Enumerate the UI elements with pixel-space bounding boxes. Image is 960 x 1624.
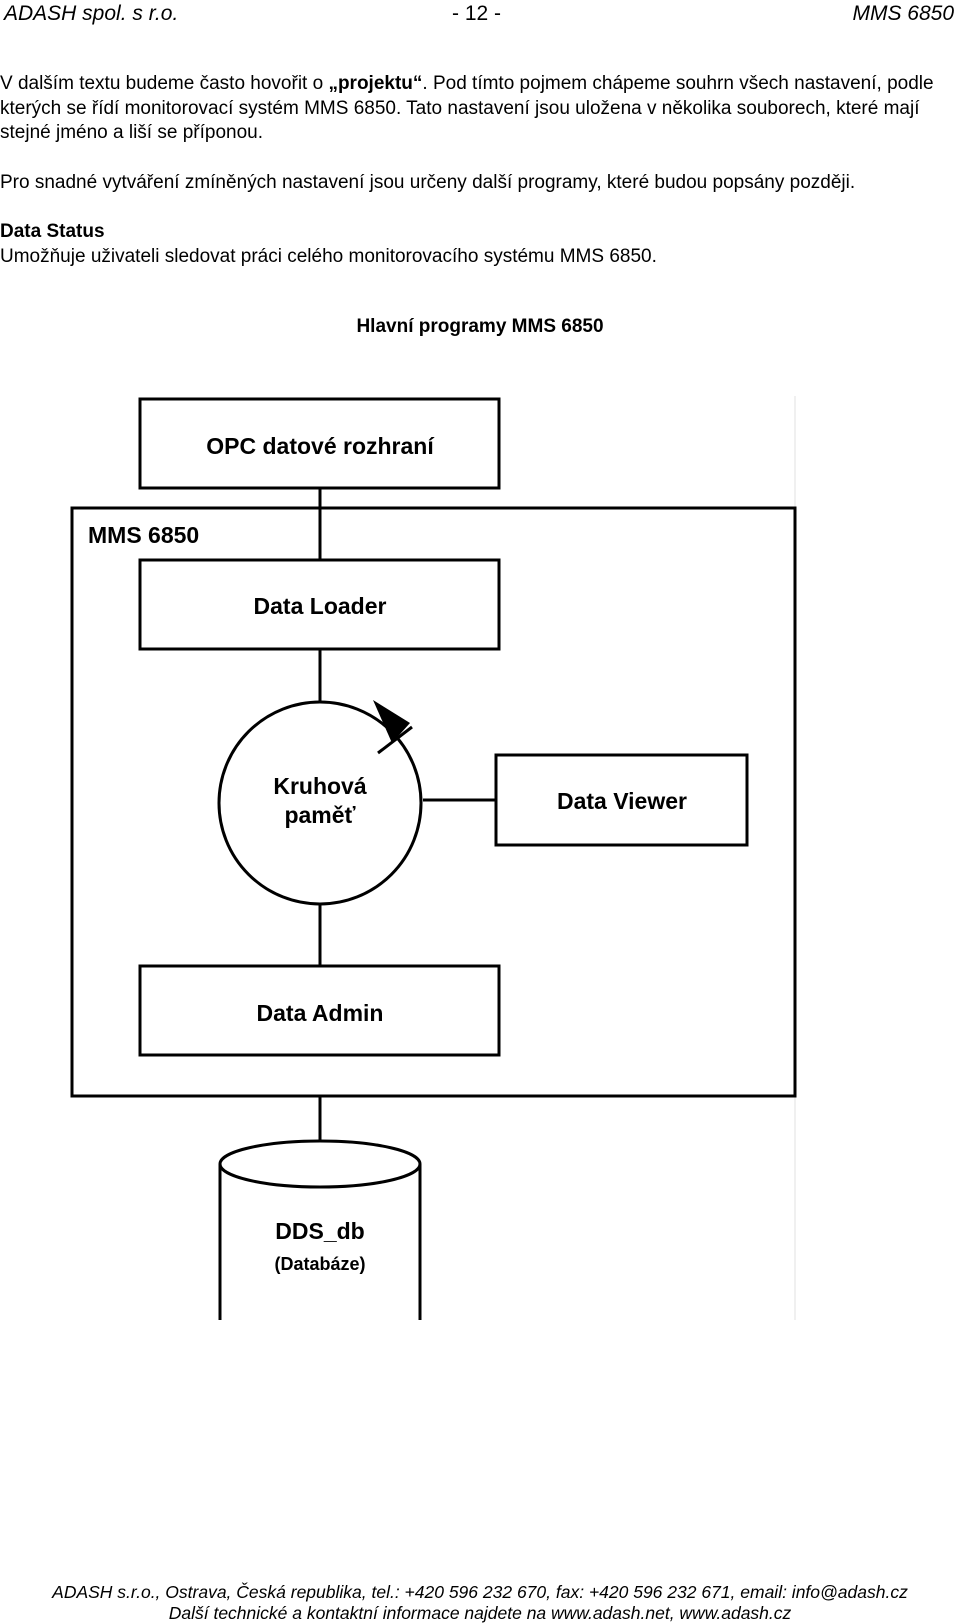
header-company: ADASH spol. s r.o. bbox=[4, 2, 179, 25]
circular-memory-circle bbox=[217, 700, 423, 906]
data-admin-box bbox=[138, 964, 501, 1057]
database-cylinder-top bbox=[218, 1139, 422, 1189]
data-loader-label: Data Loader bbox=[254, 593, 387, 619]
section-text-data-status: Umožňuje uživateli sledovat práci celého… bbox=[0, 245, 657, 267]
mms-label: MMS 6850 bbox=[88, 522, 199, 548]
memory-direction-arrowhead bbox=[373, 700, 410, 743]
paragraph-programs: Pro snadné vytváření zmíněných nastavení… bbox=[0, 172, 856, 193]
diagram-title: Hlavní programy MMS 6850 bbox=[356, 316, 604, 337]
data-loader-box bbox=[138, 558, 501, 651]
data-viewer-label: Data Viewer bbox=[557, 788, 687, 814]
database-subtitle: (Databáze) bbox=[274, 1254, 365, 1274]
footer-web: Další technické a kontaktní informace na… bbox=[168, 1603, 792, 1623]
section-heading-data-status: Data Status bbox=[0, 221, 105, 242]
footer-contact: ADASH s.r.o., Ostrava, Česká republika, … bbox=[52, 1582, 908, 1602]
paragraph-project-keyword: „projektu“ bbox=[328, 73, 423, 94]
header-product: MMS 6850 bbox=[852, 2, 954, 25]
paragraph-project-text-b: . Pod tímto pojmem chápeme souhrn všech … bbox=[0, 73, 934, 143]
data-viewer-box bbox=[494, 753, 749, 847]
header-page-number: - 12 - bbox=[452, 2, 502, 25]
database-cylinder-body bbox=[218, 1164, 422, 1320]
section-data-status: Data Status Umožňuje uživateli sledovat … bbox=[0, 220, 958, 269]
architecture-diagram: OPC datové rozhraní MMS 6850 Data Loader… bbox=[70, 396, 797, 1320]
database-name: DDS_db bbox=[275, 1218, 364, 1244]
memory-label-line2: paměť bbox=[284, 802, 356, 828]
opc-label: OPC datové rozhraní bbox=[206, 433, 435, 459]
paragraph-project-text-a: V dalším textu budeme často hovořit o bbox=[0, 73, 329, 94]
opc-box bbox=[138, 397, 501, 490]
paragraph-project: V dalším textu budeme často hovořit o „p… bbox=[0, 72, 958, 146]
data-admin-label: Data Admin bbox=[257, 1000, 384, 1026]
memory-label-line1: Kruhová bbox=[273, 773, 367, 799]
mms-container-box bbox=[70, 506, 797, 1098]
memory-marker-tick bbox=[377, 725, 413, 755]
